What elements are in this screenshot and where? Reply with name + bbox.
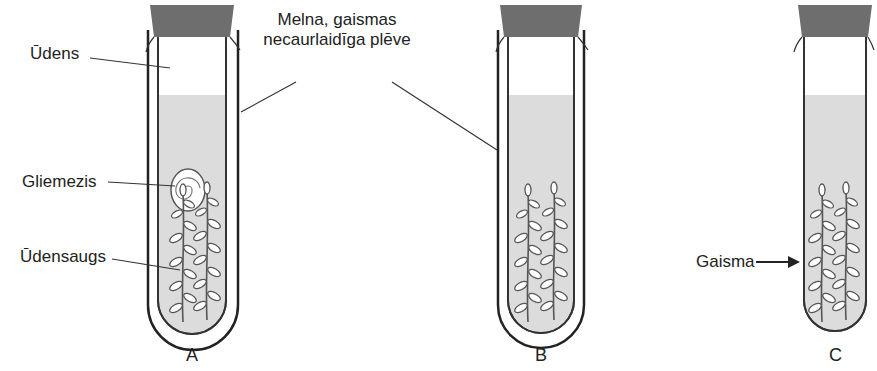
tube-letter: B [535, 345, 547, 366]
part-label: Melna, gaismas necaurlaidīga plēve [262, 10, 412, 49]
light-arrow [756, 256, 800, 268]
part-label: Ūdens [30, 44, 79, 64]
tube-c [794, 5, 874, 331]
part-label: Gaisma [696, 252, 755, 272]
part-label: Gliemezis [22, 172, 97, 192]
part-label: Ūdensaugs [20, 247, 106, 267]
tube-a [146, 5, 240, 350]
tube-letter: A [186, 345, 198, 366]
tube-b [496, 5, 588, 348]
leader-lines [90, 58, 497, 270]
tube-letter: C [829, 345, 842, 366]
